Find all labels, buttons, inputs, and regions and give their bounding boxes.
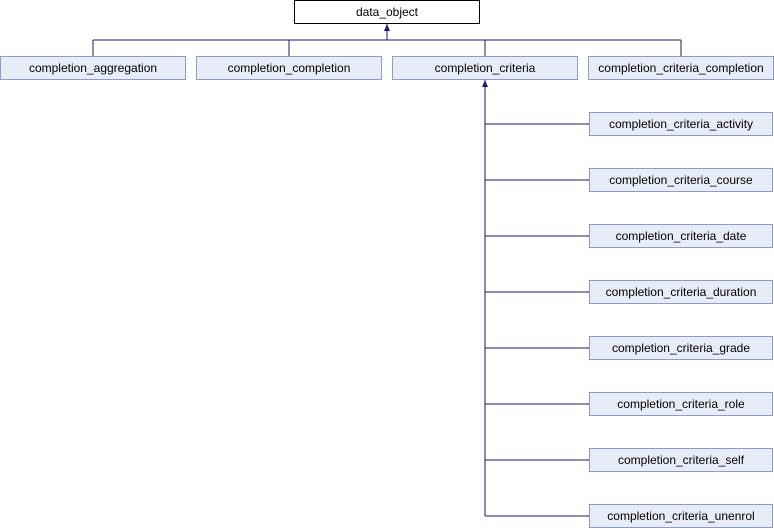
- node-completion-criteria-self[interactable]: completion_criteria_self: [589, 448, 773, 472]
- node-completion-completion[interactable]: completion_completion: [196, 56, 382, 80]
- edge-root-arrowhead: [384, 24, 390, 31]
- node-completion-criteria-completion[interactable]: completion_criteria_completion: [588, 56, 774, 80]
- node-completion-criteria-activity[interactable]: completion_criteria_activity: [589, 112, 773, 136]
- node-data-object[interactable]: data_object: [294, 0, 480, 24]
- node-completion-aggregation[interactable]: completion_aggregation: [0, 56, 186, 80]
- node-completion-criteria-unenrol[interactable]: completion_criteria_unenrol: [589, 504, 773, 528]
- node-completion-criteria-duration[interactable]: completion_criteria_duration: [589, 280, 773, 304]
- node-completion-criteria-course[interactable]: completion_criteria_course: [589, 168, 773, 192]
- node-completion-criteria-date[interactable]: completion_criteria_date: [589, 224, 773, 248]
- node-completion-criteria-grade[interactable]: completion_criteria_grade: [589, 336, 773, 360]
- edge-criteria-arrowhead: [482, 80, 488, 87]
- node-completion-criteria-role[interactable]: completion_criteria_role: [589, 392, 773, 416]
- node-completion-criteria[interactable]: completion_criteria: [392, 56, 578, 80]
